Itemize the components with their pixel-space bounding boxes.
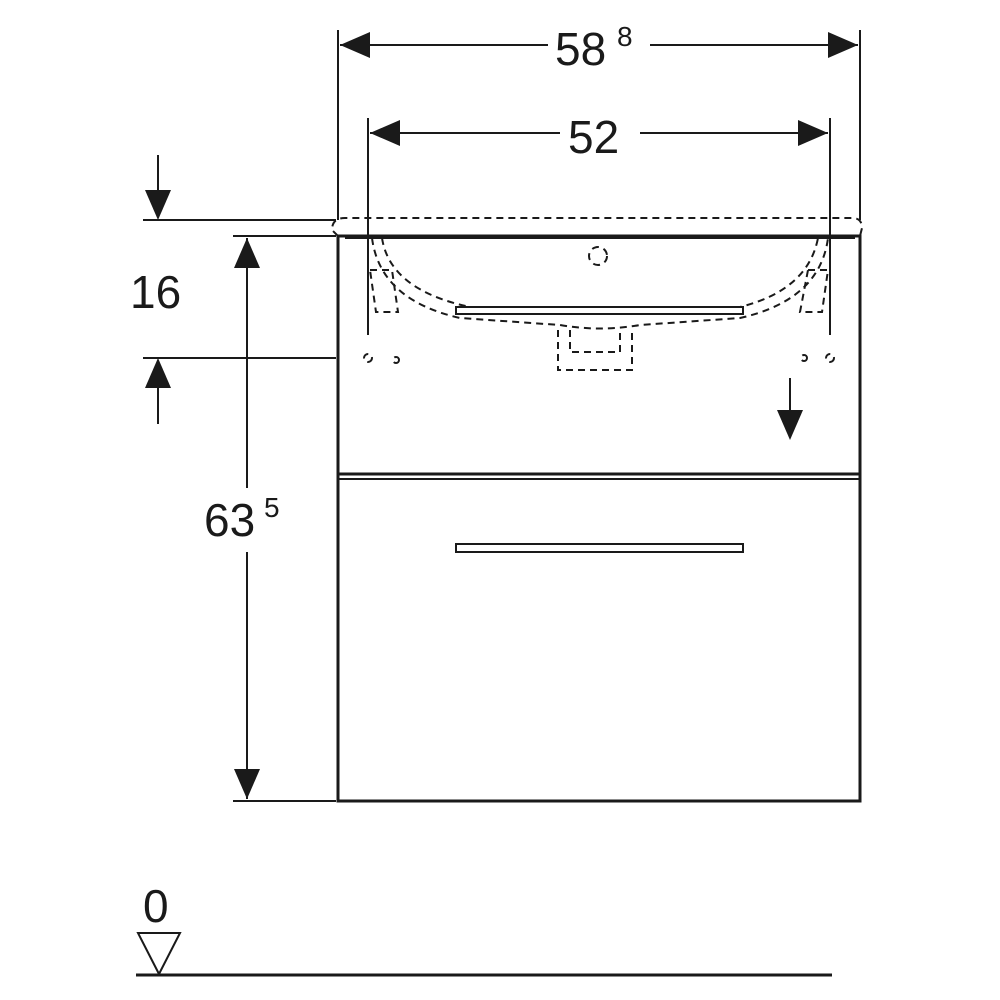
fixing-point-left-1 [363,353,373,363]
cabinet [336,234,862,803]
arrowhead-up [145,358,171,388]
washbasin-hidden-outline [330,217,864,371]
triangle-down-icon [136,932,182,977]
cabinet-height-dimension: 63 5 [204,235,336,802]
basin-shelf-bar [455,306,744,315]
arrowhead-up [234,238,260,268]
arrow-down-icon [777,410,803,440]
overall-width-label: 58 [555,23,606,75]
bowl-inner [381,237,819,308]
basin-width-dimension: 52 [367,111,831,335]
cabinet-height-label: 63 [204,494,255,546]
fixing-point-right-1 [800,354,808,362]
overall-width-dimension: 58 8 [337,21,861,220]
basin-width-label: 52 [568,111,619,163]
fixing-point-left-2 [392,356,400,364]
waste-outlet [557,330,633,371]
cabinet-outline [336,234,862,803]
overflow-hole [588,246,608,266]
drain-direction-arrow [777,378,803,440]
fixing-point-right-2 [825,353,835,363]
overall-width-superscript: 8 [617,21,633,52]
arrowhead-right [798,120,828,146]
arrowhead-left [370,120,400,146]
right-bracket [798,269,830,313]
arrowhead-down [234,769,260,799]
waste-inner [569,330,621,353]
basin-depth-label: 16 [130,266,181,318]
drawer-handle [455,543,744,553]
arrowhead-down [145,190,171,220]
bowl-outer [371,237,829,330]
basin-depth-dimension: 16 [130,155,336,424]
arrowhead-left [340,32,370,58]
floor-level-label: 0 [143,880,169,932]
floor-level: 0 [136,880,832,977]
arrowhead-right [828,32,858,58]
basin-rim [330,217,864,237]
cabinet-height-superscript: 5 [264,492,280,523]
left-bracket [368,269,400,313]
